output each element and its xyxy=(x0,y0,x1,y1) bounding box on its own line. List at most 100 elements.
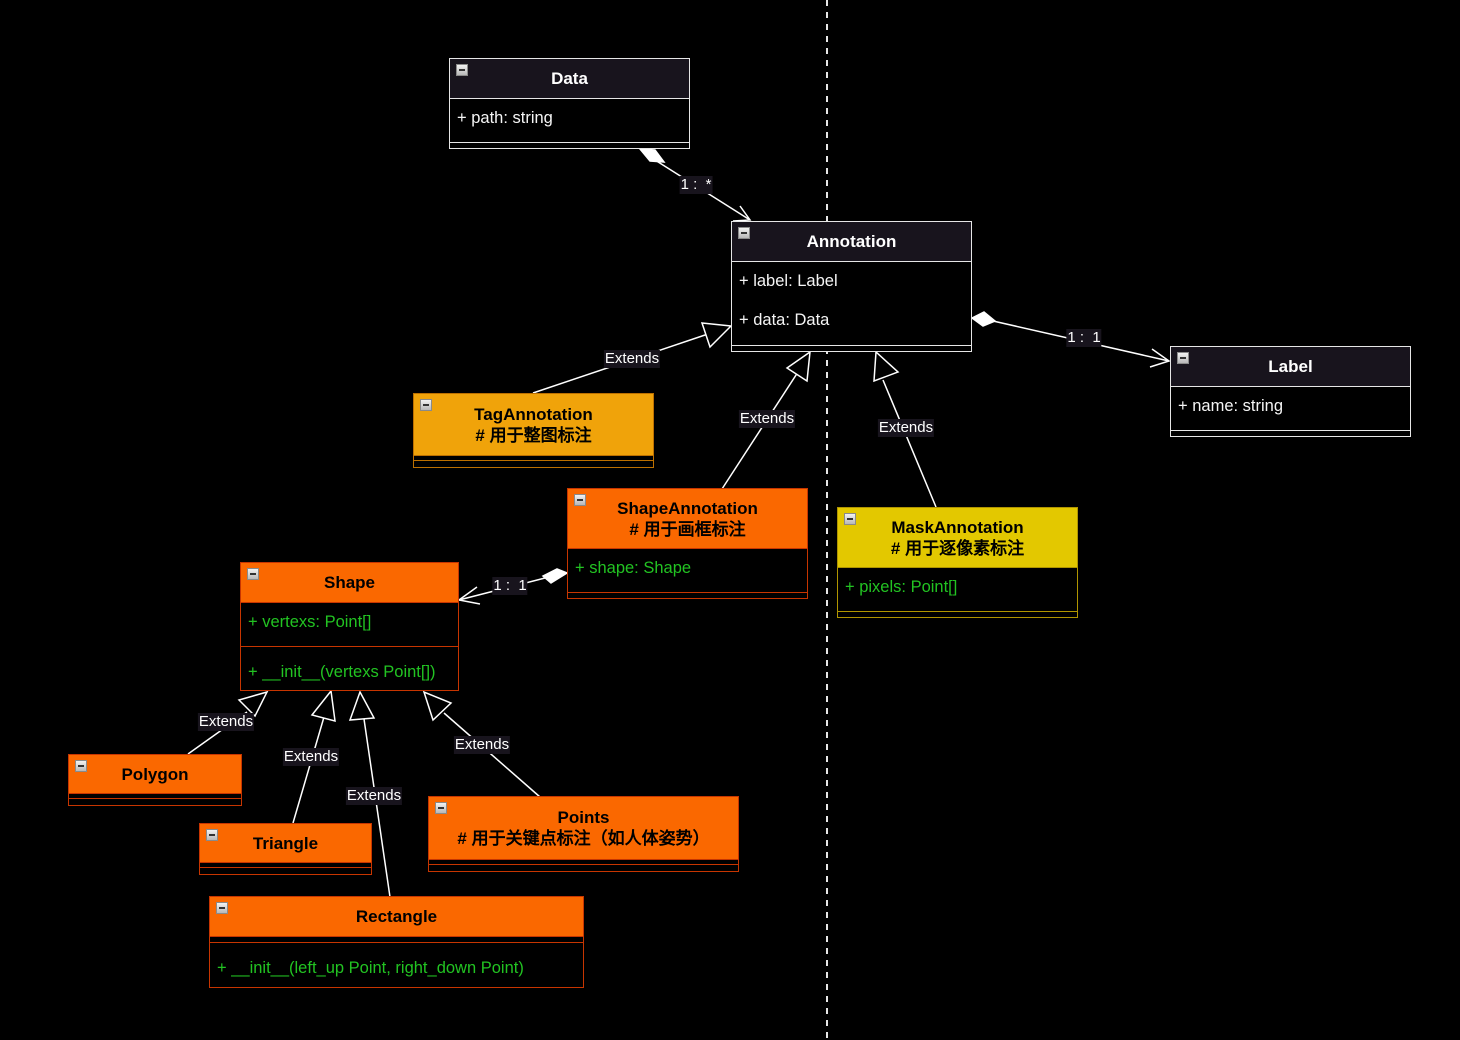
methods-section xyxy=(200,868,371,874)
class-header: Annotation xyxy=(732,222,971,262)
attributes-section: + pixels: Point[] xyxy=(838,568,1077,612)
class-annotation[interactable]: Annotation + label: Label + data: Data xyxy=(731,221,972,352)
class-name: ShapeAnnotation xyxy=(617,498,758,518)
generalization-arrow xyxy=(310,689,336,723)
collapse-icon[interactable] xyxy=(216,902,228,914)
collapse-icon[interactable] xyxy=(844,513,856,525)
composition-diamond xyxy=(638,148,666,163)
attribute: + data: Data xyxy=(739,311,830,329)
class-shape-annotation[interactable]: ShapeAnnotation # 用于画框标注 + shape: Shape xyxy=(567,488,808,599)
extends-label: Extends xyxy=(282,748,340,766)
class-name: Triangle xyxy=(252,833,319,853)
method: + __init__(vertexs Point[]) xyxy=(248,663,436,681)
class-header: Data xyxy=(450,59,689,99)
generalization-arrow xyxy=(237,690,269,718)
edge-points-shape xyxy=(422,690,541,798)
class-rectangle[interactable]: Rectangle + __init__(left_up Point, righ… xyxy=(209,896,584,988)
multiplicity-label: 1 : 1 xyxy=(1066,329,1102,347)
attributes-section: + label: Label + data: Data xyxy=(732,262,971,346)
attributes-section xyxy=(69,794,241,799)
class-header: MaskAnnotation # 用于逐像素标注 xyxy=(838,508,1077,568)
class-name: Annotation xyxy=(806,232,897,251)
class-tag-annotation[interactable]: TagAnnotation # 用于整图标注 xyxy=(413,393,654,468)
class-name: Label xyxy=(1268,357,1313,376)
class-name: Data xyxy=(551,69,588,88)
collapse-icon[interactable] xyxy=(1177,352,1189,364)
class-name: MaskAnnotation xyxy=(891,517,1024,537)
methods-section xyxy=(429,865,738,871)
class-comment: # 用于逐像素标注 xyxy=(890,538,1025,558)
methods-section xyxy=(732,346,971,351)
class-header: TagAnnotation # 用于整图标注 xyxy=(414,394,653,456)
class-name: Polygon xyxy=(121,764,189,784)
class-comment: # 用于画框标注 xyxy=(629,519,746,539)
collapse-icon[interactable] xyxy=(738,227,750,239)
attributes-section: + shape: Shape xyxy=(568,549,807,593)
class-label[interactable]: Label + name: string xyxy=(1170,346,1411,437)
multiplicity-label: 1 : 1 xyxy=(492,577,528,595)
open-arrow-head xyxy=(1149,348,1171,368)
methods-section: + __init__(left_up Point, right_down Poi… xyxy=(210,943,583,987)
class-comment: # 用于整图标注 xyxy=(475,425,592,445)
class-data[interactable]: Data + path: string xyxy=(449,58,690,149)
methods-section xyxy=(414,461,653,467)
method: + __init__(left_up Point, right_down Poi… xyxy=(217,959,524,977)
class-name: Shape xyxy=(323,573,376,592)
class-header: ShapeAnnotation # 用于画框标注 xyxy=(568,489,807,549)
edge-triangle-shape xyxy=(292,689,336,824)
attribute: + vertexs: Point[] xyxy=(248,613,372,631)
collapse-icon[interactable] xyxy=(420,399,432,411)
composition-diamond xyxy=(970,311,997,327)
methods-section xyxy=(69,799,241,805)
class-header: Polygon xyxy=(69,755,241,794)
extends-label: Extends xyxy=(603,350,661,368)
collapse-icon[interactable] xyxy=(435,802,447,814)
edge-mask-annotation xyxy=(873,350,937,508)
edge-shapeannotation-annotation xyxy=(721,350,811,490)
collapse-icon[interactable] xyxy=(456,64,468,76)
extends-label: Extends xyxy=(877,419,935,437)
extends-label: Extends xyxy=(738,410,796,428)
class-name: TagAnnotation xyxy=(474,404,593,424)
class-header: Label xyxy=(1171,347,1410,387)
attributes-section: + name: string xyxy=(1171,387,1410,431)
attributes-section xyxy=(200,863,371,868)
edge-rectangle-shape xyxy=(348,690,391,898)
class-header: Shape xyxy=(241,563,458,603)
class-mask-annotation[interactable]: MaskAnnotation # 用于逐像素标注 + pixels: Point… xyxy=(837,507,1078,618)
class-header: Rectangle xyxy=(210,897,583,937)
generalization-arrow xyxy=(873,350,900,383)
extends-label: Extends xyxy=(197,713,255,731)
class-points[interactable]: Points # 用于关键点标注（如人体姿势） xyxy=(428,796,739,872)
generalization-arrow xyxy=(700,322,733,349)
collapse-icon[interactable] xyxy=(75,760,87,772)
attributes-section xyxy=(414,456,653,461)
methods-section xyxy=(1171,431,1410,436)
open-arrow-head xyxy=(732,205,752,222)
methods-section xyxy=(568,593,807,598)
methods-section xyxy=(838,612,1077,617)
class-shape[interactable]: Shape + vertexs: Point[] + __init__(vert… xyxy=(240,562,459,691)
generalization-arrow xyxy=(785,350,811,383)
attributes-section: + path: string xyxy=(450,99,689,143)
attribute: + shape: Shape xyxy=(575,559,692,577)
collapse-icon[interactable] xyxy=(574,494,586,506)
collapse-icon[interactable] xyxy=(206,829,218,841)
methods-section xyxy=(450,143,689,148)
class-header: Points # 用于关键点标注（如人体姿势） xyxy=(429,797,738,860)
attribute: + path: string xyxy=(457,109,553,127)
class-polygon[interactable]: Polygon xyxy=(68,754,242,806)
generalization-arrow xyxy=(422,690,453,722)
attributes-section xyxy=(429,860,738,865)
class-header: Triangle xyxy=(200,824,371,863)
class-triangle[interactable]: Triangle xyxy=(199,823,372,875)
class-name: Points xyxy=(557,808,610,827)
attributes-section: + vertexs: Point[] xyxy=(241,603,458,647)
attribute: + pixels: Point[] xyxy=(845,578,958,596)
open-arrow-head xyxy=(457,586,481,605)
attribute: + name: string xyxy=(1178,397,1284,415)
collapse-icon[interactable] xyxy=(247,568,259,580)
class-comment: # 用于关键点标注（如人体姿势） xyxy=(457,829,710,848)
multiplicity-label: 1 : * xyxy=(679,176,713,194)
composition-diamond xyxy=(541,568,569,584)
